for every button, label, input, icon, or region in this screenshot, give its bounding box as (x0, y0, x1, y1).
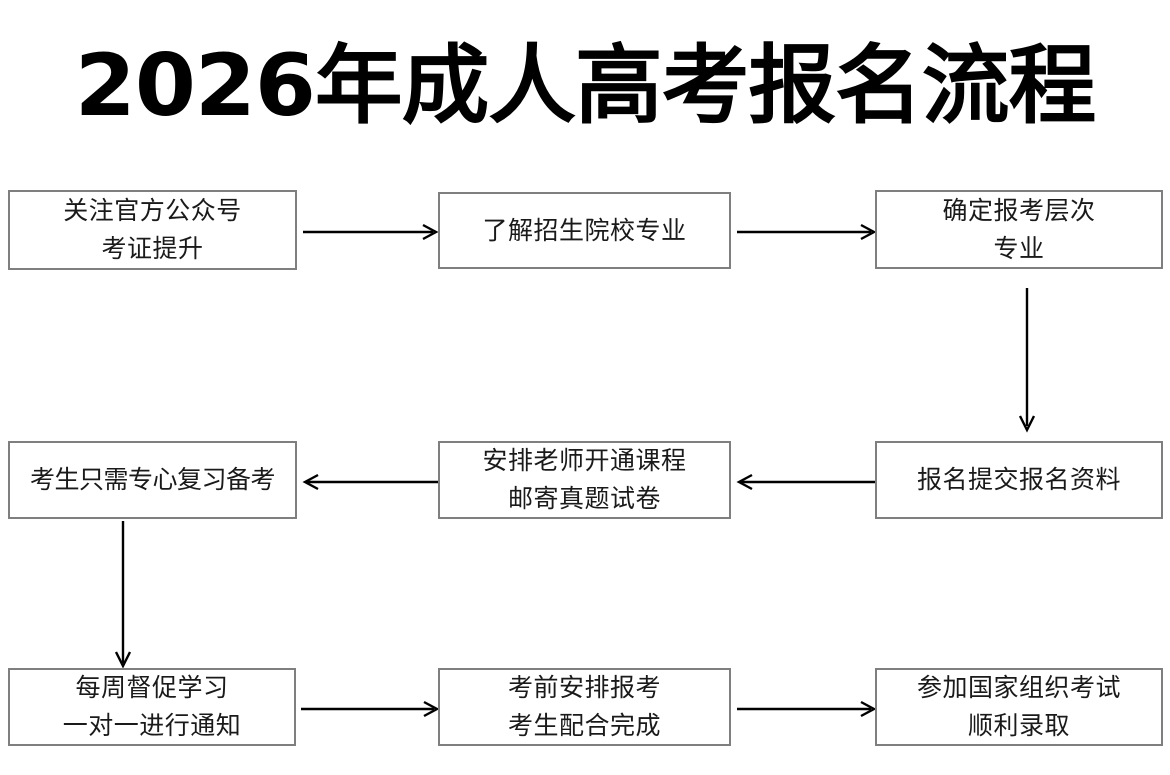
flow-node-8[interactable]: 考前安排报考 考生配合完成 (438, 668, 731, 746)
flow-node-9-label: 参加国家组织考试 顺利录取 (916, 673, 1121, 740)
flow-node-3-label: 确定报考层次 专业 (942, 195, 1096, 263)
flow-node-9[interactable]: 参加国家组织考试 顺利录取 (875, 668, 1163, 746)
flow-edge-4-arrow (735, 472, 879, 492)
flow-node-5[interactable]: 安排老师开通课程 邮寄真题试卷 (438, 441, 731, 519)
flow-edge-7-arrow (301, 699, 441, 719)
flow-node-5-label: 安排老师开通课程 邮寄真题试卷 (482, 446, 687, 513)
flow-edge-1-arrow (303, 222, 439, 242)
flow-node-2[interactable]: 了解招生院校专业 (438, 192, 731, 269)
flow-edge-6-arrow (112, 521, 134, 669)
flow-node-6[interactable]: 报名提交报名资料 (875, 441, 1163, 519)
flow-edge-3-arrow (1016, 288, 1038, 434)
flow-node-8-label: 考前安排报考 考生配合完成 (507, 673, 661, 740)
page-title: 2026年成人高考报名流程 (74, 36, 1096, 136)
flow-node-2-label: 了解招生院校专业 (482, 215, 687, 245)
flow-node-3[interactable]: 确定报考层次 专业 (875, 190, 1163, 269)
flow-node-7[interactable]: 每周督促学习 一对一进行通知 (8, 668, 296, 746)
flow-node-1-label: 关注官方公众号 考证提升 (63, 196, 242, 263)
flow-node-4[interactable]: 考生只需专心复习备考 (8, 441, 297, 519)
flow-edge-8-arrow (737, 699, 879, 719)
flow-node-4-label: 考生只需专心复习备考 (29, 465, 276, 494)
flow-edge-5-arrow (301, 472, 441, 492)
flow-node-6-label: 报名提交报名资料 (916, 465, 1121, 494)
flow-node-7-label: 每周督促学习 一对一进行通知 (62, 673, 242, 740)
flow-node-1[interactable]: 关注官方公众号 考证提升 (8, 190, 297, 270)
flow-edge-2-arrow (737, 222, 877, 242)
